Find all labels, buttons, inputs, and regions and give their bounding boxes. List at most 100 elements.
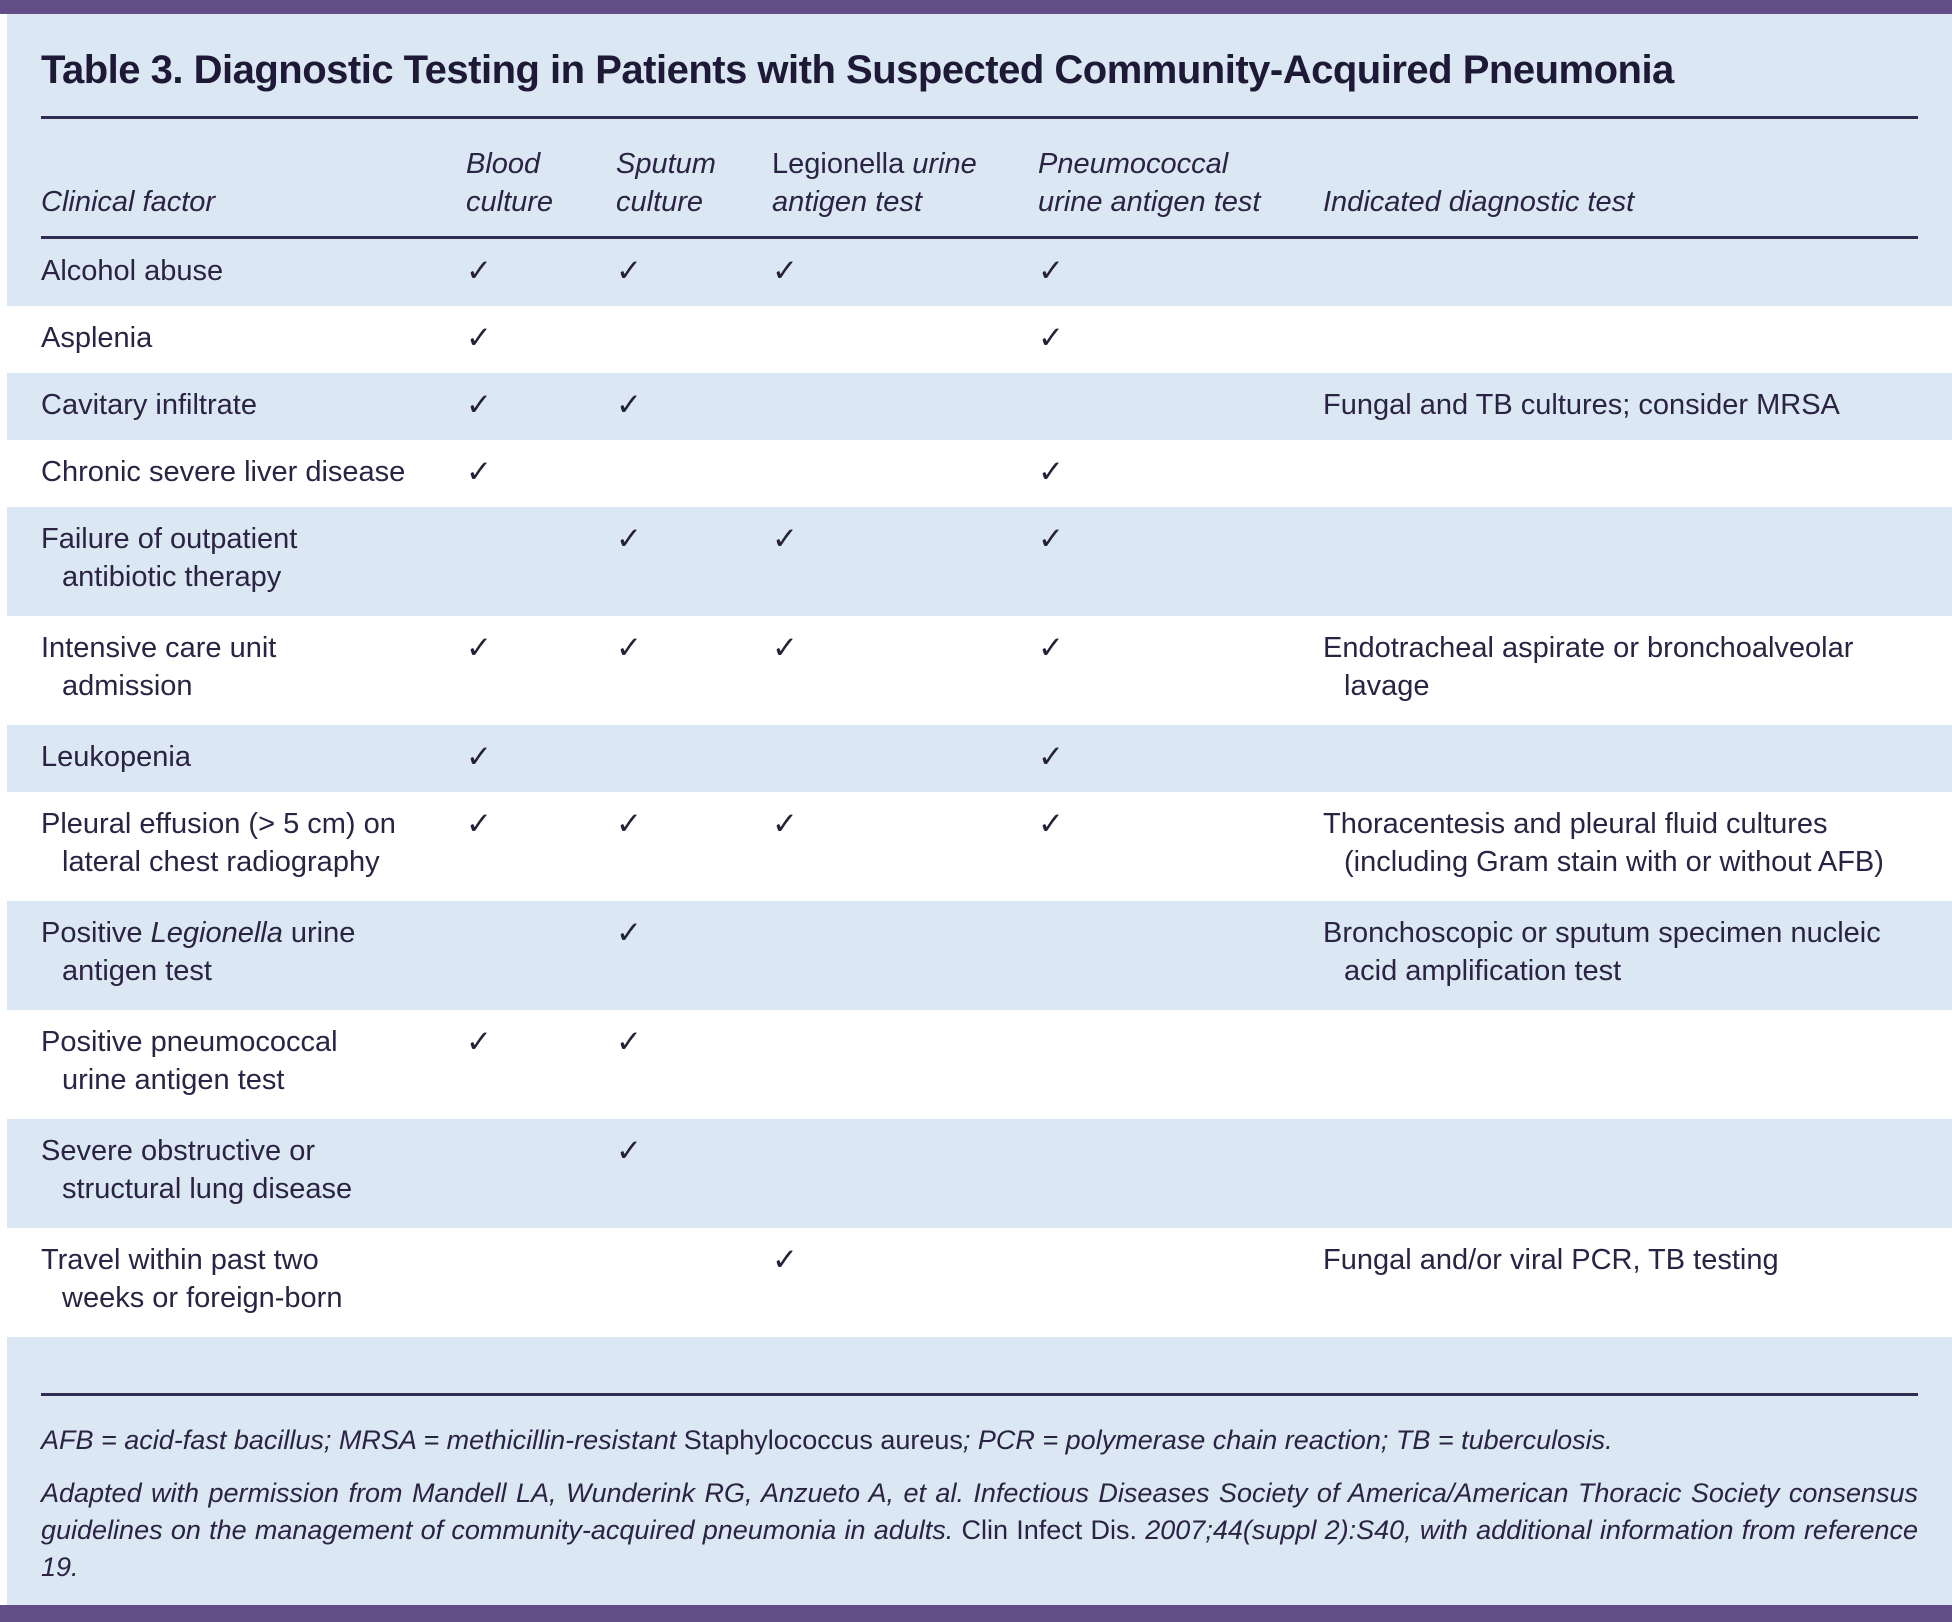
footnote-attribution: Adapted with permission from Mandell LA,…: [41, 1475, 1918, 1586]
factor-line2: weeks or foreign-born: [62, 1282, 343, 1314]
genus-name: Legionella: [150, 917, 283, 949]
factor-line1: Positive Legionella urine: [41, 914, 466, 952]
indicated-test-cell: Endotracheal aspirate or bronchoalveolar…: [1323, 629, 1918, 725]
sputum-culture-check: ✓: [616, 915, 642, 950]
sputum-culture-check: ✓: [616, 1133, 642, 1168]
pneumococcal-antigen-check: ✓: [1038, 521, 1064, 556]
factor-line2: structural lung disease: [62, 1173, 353, 1205]
factor-line2: antibiotic therapy: [62, 561, 282, 593]
legionella-antigen-check: [772, 914, 1038, 1010]
table-row: Cavitary infiltrate ✓ ✓ Fungal and TB cu…: [7, 373, 1952, 440]
table-panel: Table 3. Diagnostic Testing in Patients …: [7, 14, 1952, 1605]
indicated-line1: Thoracentesis and pleural fluid cultures: [1323, 808, 1828, 840]
legionella-antigen-check: [772, 738, 1038, 792]
header-label-line2: culture: [466, 186, 554, 218]
clinical-factor-cell: Severe obstructive or structural lung di…: [41, 1132, 466, 1228]
factor-text: Alcohol abuse: [41, 255, 224, 287]
header-label: Clinical factor: [41, 186, 216, 218]
factor-line1: Alcohol abuse: [41, 252, 466, 290]
sputum-culture-check: ✓: [616, 387, 642, 422]
blood-culture-check: [466, 914, 616, 1010]
genus-name: Legionella: [772, 148, 905, 180]
legionella-antigen-check: ✓: [772, 630, 798, 665]
blood-culture-check: [466, 1241, 616, 1337]
blood-culture-check: [466, 1132, 616, 1228]
factor-line1: Chronic severe liver disease: [41, 453, 466, 491]
column-header-indicated-test: Indicated diagnostic test: [1323, 183, 1918, 221]
indicated-line1: Endotracheal aspirate or bronchoalveolar: [1323, 632, 1854, 664]
clinical-factor-cell: Leukopenia: [41, 738, 466, 792]
factor-text: Positive: [41, 917, 151, 949]
indicated-test-cell: [1323, 319, 1918, 373]
legionella-antigen-check: ✓: [772, 521, 798, 556]
species-name: Staphylococcus aureus: [683, 1425, 963, 1455]
clinical-factor-cell: Intensive care unit admission: [41, 629, 466, 725]
table-header-block: Table 3. Diagnostic Testing in Patients …: [7, 14, 1952, 239]
pneumococcal-antigen-check: ✓: [1038, 320, 1064, 355]
indicated-test-cell: [1323, 1132, 1918, 1228]
factor-line2: urine antigen test: [62, 1064, 285, 1096]
factor-line2: lateral chest radiography: [62, 846, 380, 878]
indicated-line2: acid amplification test: [1344, 955, 1622, 987]
indicated-line1: Fungal and/or viral PCR, TB testing: [1323, 1244, 1779, 1276]
footnote-segment: AFB = acid-fast bacillus; MRSA = methici…: [41, 1425, 684, 1455]
column-header-clinical-factor: Clinical factor: [41, 183, 466, 221]
indicated-line2: (including Gram stain with or without AF…: [1344, 846, 1884, 878]
legionella-antigen-check: ✓: [772, 1242, 798, 1277]
indicated-test-cell: [1323, 453, 1918, 507]
clinical-factor-cell: Travel within past two weeks or foreign-…: [41, 1241, 466, 1337]
factor-text: Intensive care unit: [41, 632, 277, 664]
clinical-factor-cell: Failure of outpatient antibiotic therapy: [41, 520, 466, 616]
table-row: Travel within past two weeks or foreign-…: [7, 1228, 1952, 1337]
pneumococcal-antigen-check: ✓: [1038, 630, 1064, 665]
factor-text: urine: [282, 917, 356, 949]
sputum-culture-check: ✓: [616, 1024, 642, 1059]
table-row: Severe obstructive or structural lung di…: [7, 1119, 1952, 1228]
clinical-factor-cell: Positive Legionella urine antigen test: [41, 914, 466, 1010]
pneumococcal-antigen-check: [1038, 1023, 1323, 1119]
table-row: Positive Legionella urine antigen test ✓…: [7, 901, 1952, 1010]
blood-culture-check: ✓: [466, 454, 492, 489]
blood-culture-check: ✓: [466, 1024, 492, 1059]
column-header-pneumococcal-urine-antigen: Pneumococcal urine antigen test: [1038, 145, 1323, 221]
footnote-segment: Adapted with permission from Mandell LA,…: [41, 1478, 1918, 1545]
column-header-row: Clinical factor Blood culture Sputum cul…: [41, 119, 1918, 236]
indicated-test-cell: [1323, 252, 1918, 306]
factor-line1: Cavitary infiltrate: [41, 386, 466, 424]
sputum-culture-check: [616, 1241, 772, 1337]
table-title: Table 3. Diagnostic Testing in Patients …: [41, 48, 1674, 92]
table-footer: AFB = acid-fast bacillus; MRSA = methici…: [7, 1337, 1952, 1605]
pneumococcal-antigen-check: ✓: [1038, 739, 1064, 774]
indicated-test-cell: Thoracentesis and pleural fluid cultures…: [1323, 805, 1918, 901]
legionella-antigen-check: ✓: [772, 253, 798, 288]
sputum-culture-check: ✓: [616, 630, 642, 665]
header-label: Indicated diagnostic test: [1323, 186, 1635, 218]
journal-name: Clin Infect Dis.: [961, 1515, 1138, 1545]
factor-text: Positive pneumococcal: [41, 1026, 338, 1058]
sputum-culture-check: ✓: [616, 521, 642, 556]
header-label-line2: culture: [616, 186, 704, 218]
column-header-legionella-urine-antigen: Legionella urine antigen test: [772, 145, 1038, 221]
indicated-test-cell: [1323, 520, 1918, 616]
indicated-line1: Bronchoscopic or sputum specimen nucleic: [1323, 917, 1881, 949]
sputum-culture-check: ✓: [616, 253, 642, 288]
indicated-line2: lavage: [1344, 670, 1430, 702]
footnote-segment: ; PCR = polymerase chain reaction; TB = …: [962, 1425, 1613, 1455]
top-accent-bar: [0, 0, 1952, 14]
indicated-test-cell: Bronchoscopic or sputum specimen nucleic…: [1323, 914, 1918, 1010]
header-rule-top: [41, 116, 1918, 119]
legionella-antigen-check: [772, 1023, 1038, 1119]
legionella-antigen-check: ✓: [772, 806, 798, 841]
pneumococcal-antigen-check: ✓: [1038, 454, 1064, 489]
factor-line1: Severe obstructive or: [41, 1132, 466, 1170]
clinical-factor-cell: Cavitary infiltrate: [41, 386, 466, 440]
clinical-factor-cell: Alcohol abuse: [41, 252, 466, 306]
header-label-line2: antigen test: [772, 186, 922, 218]
blood-culture-check: ✓: [466, 630, 492, 665]
table-row: Leukopenia ✓ ✓: [7, 725, 1952, 792]
pneumococcal-antigen-check: [1038, 1241, 1323, 1337]
factor-text: Pleural effusion (> 5 cm) on: [41, 808, 396, 840]
blood-culture-check: ✓: [466, 320, 492, 355]
column-header-sputum-culture: Sputum culture: [616, 145, 772, 221]
table-row: Pleural effusion (> 5 cm) on lateral che…: [7, 792, 1952, 901]
